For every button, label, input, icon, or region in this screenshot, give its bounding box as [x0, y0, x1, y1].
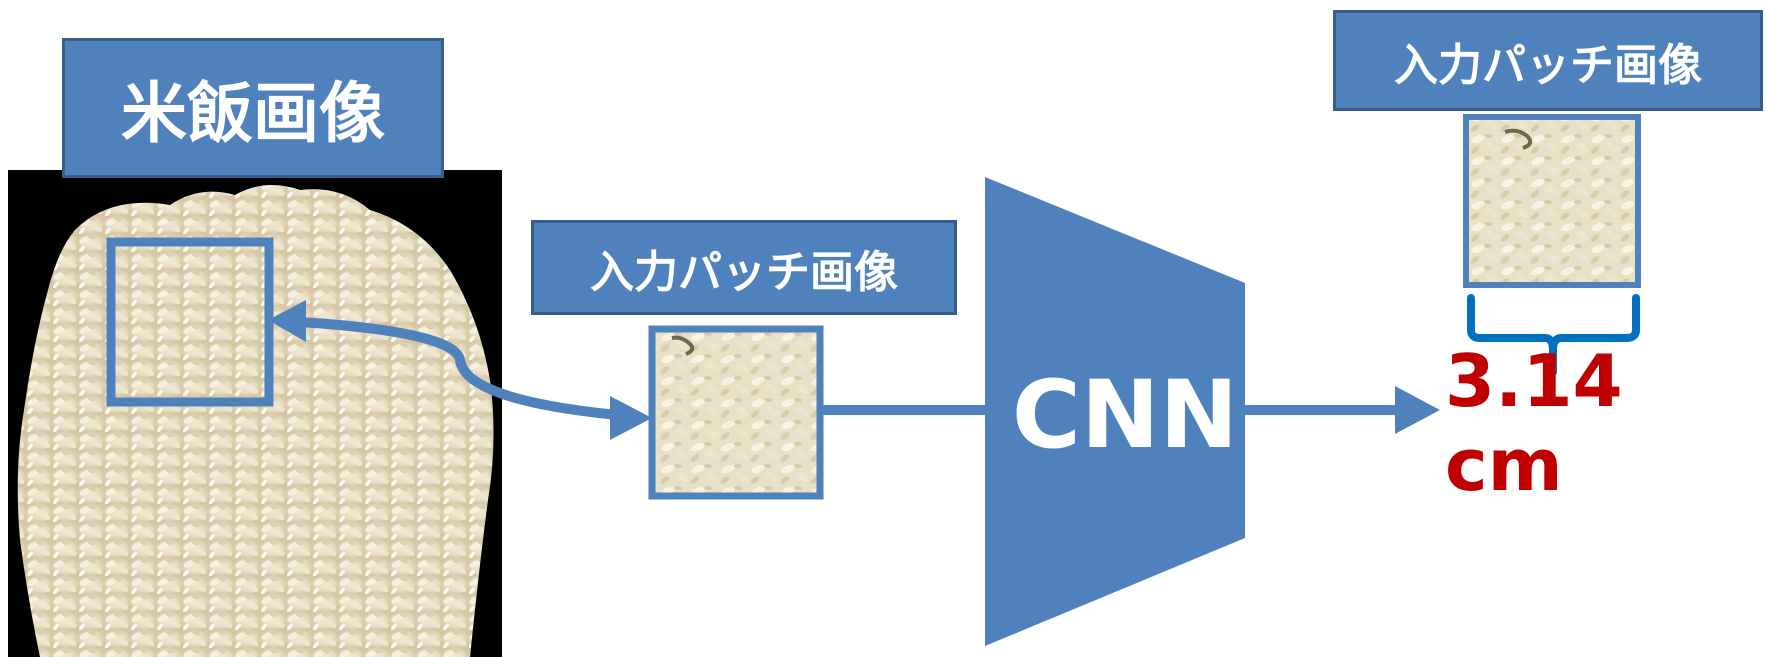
input-patch-label: 入力パッチ画像 — [531, 220, 957, 315]
input-patch-label-right: 入力パッチ画像 — [1333, 10, 1763, 111]
cnn-to-output-arrow — [1245, 386, 1440, 434]
output-value: 3.14 cm — [1445, 339, 1623, 507]
cnn-label: CNN — [1011, 360, 1239, 470]
input-patch-image-right — [1463, 114, 1641, 288]
input-patch-image — [648, 325, 824, 500]
rice-image-label: 米飯画像 — [62, 38, 444, 178]
patch-width-brace — [1467, 294, 1640, 376]
cnn-block — [985, 177, 1245, 646]
rice-photo — [8, 170, 502, 657]
patch-extraction-arrow — [268, 300, 652, 440]
patch-selection-box — [106, 237, 274, 407]
